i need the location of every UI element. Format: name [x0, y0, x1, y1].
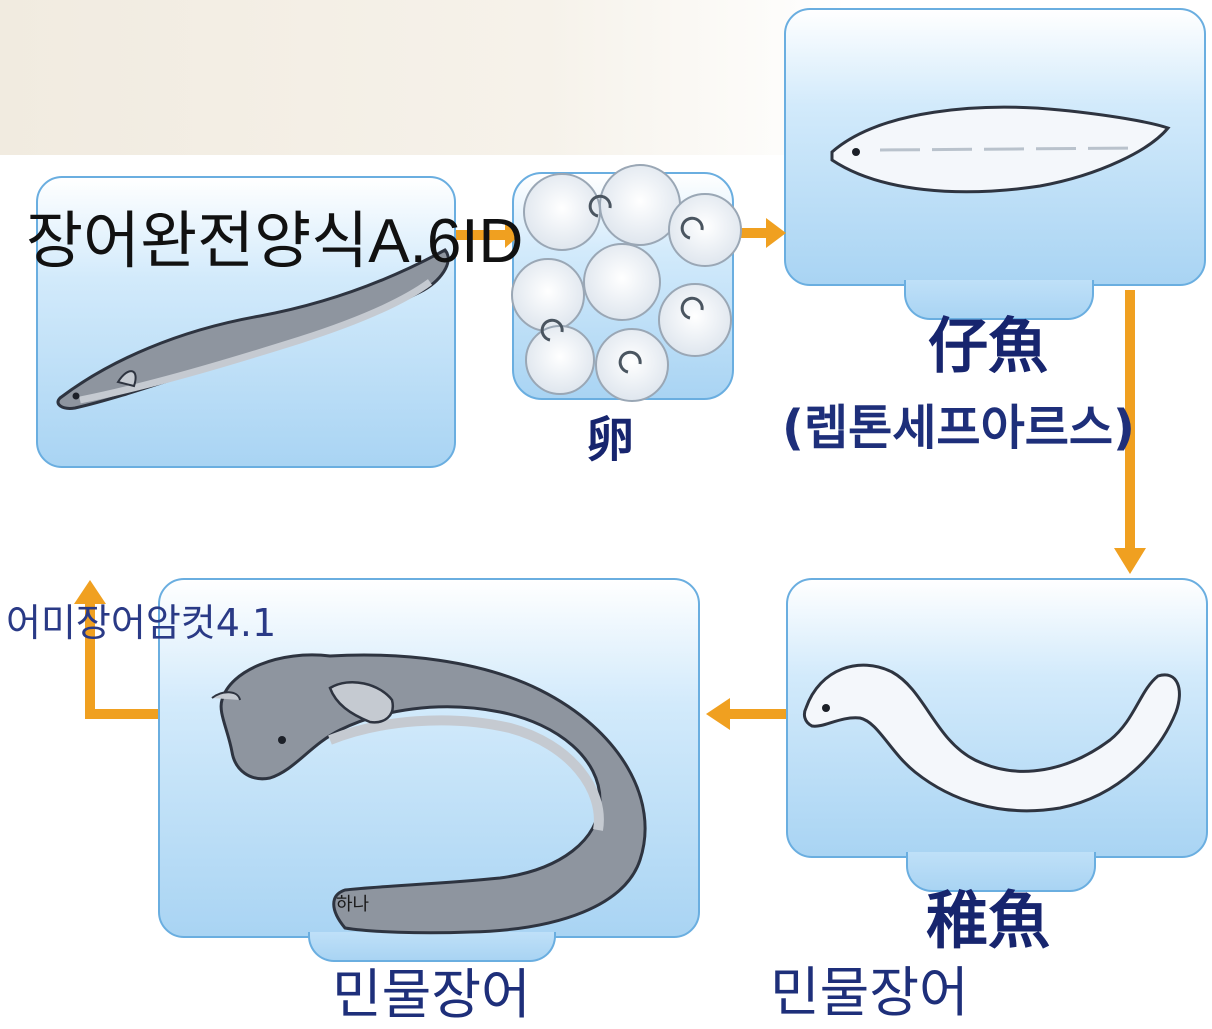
adult-tag-label: 어미장어암컷4.1: [6, 601, 277, 645]
arrow-head-egg: [505, 222, 520, 248]
leptocephalus-drawing: [830, 105, 1171, 194]
arrow-heads: [74, 218, 1146, 730]
glass-eel-korean-label: 민물장어: [770, 961, 969, 1024]
arrow-eel-to-adult: [85, 604, 158, 719]
freshwater-eel-korean-label: 민물장어: [332, 963, 531, 1026]
arrow-head-eel: [706, 698, 730, 730]
arrow-head-larva: [766, 218, 786, 248]
arrow-head-glasseel: [1114, 548, 1146, 574]
freshwater-eel-panel-tab: [308, 932, 556, 962]
egg-label: 卵: [586, 412, 635, 468]
egg-cluster: [511, 164, 742, 402]
arrow-head-adult: [74, 580, 106, 604]
freshwater-eel-drawing: [211, 653, 647, 935]
leptocephalus-korean-label: (렙톤세프아르스): [782, 400, 1135, 456]
glass-eel-drawing: [802, 663, 1181, 813]
glass-eel-panel-tab: [906, 852, 1096, 892]
small-note-label: 하나: [336, 894, 370, 915]
adult-eel-drawing: [56, 248, 450, 410]
glass-eel-kanji-label: 稚魚: [926, 884, 1051, 957]
leptocephalus-panel-tab: [904, 280, 1094, 320]
overlay-title: 장어완전양식A.6ID: [26, 207, 524, 276]
leptocephalus-kanji-label: 仔魚: [928, 312, 1048, 382]
egg-embryos: [540, 194, 704, 374]
